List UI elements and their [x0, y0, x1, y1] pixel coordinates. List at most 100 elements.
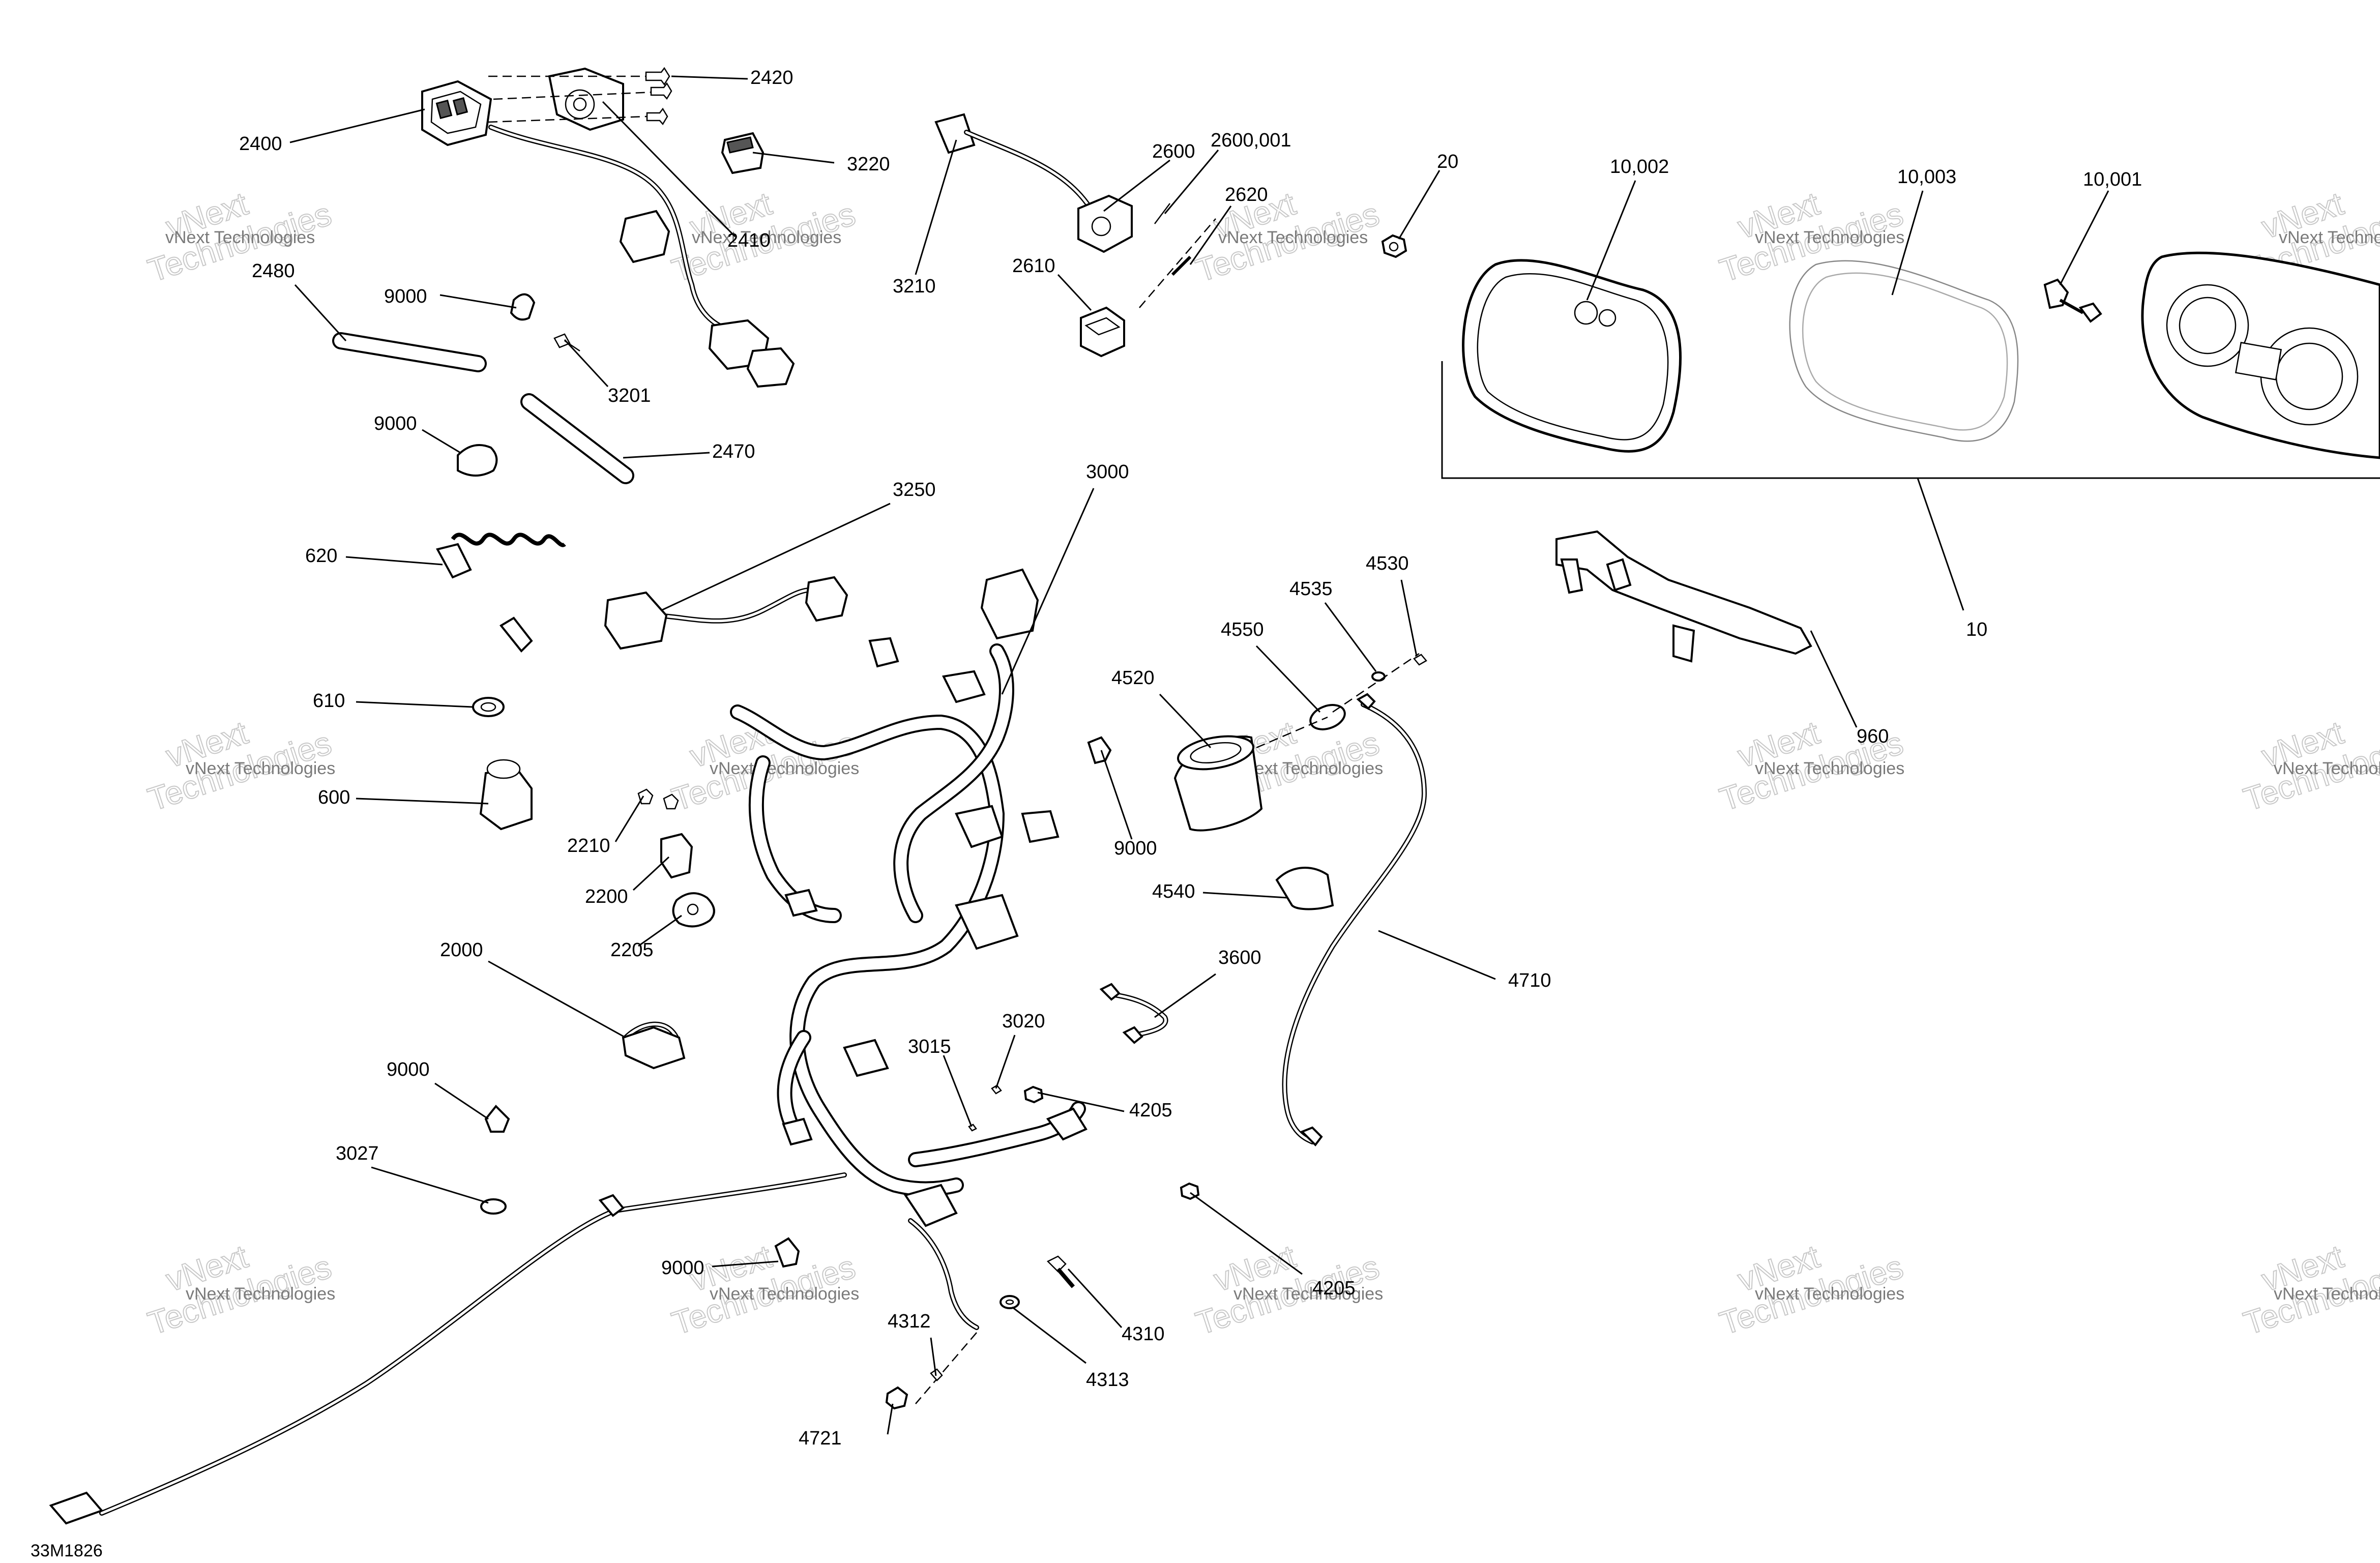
callout-2420: 2420 [750, 67, 794, 89]
callout-9000-e: 9000 [661, 1257, 704, 1279]
callout-2610: 2610 [1012, 255, 1055, 277]
callout-3220: 3220 [847, 154, 890, 175]
callout-4205-b: 4205 [1312, 1278, 1356, 1299]
watermark-r1c3: vNext Technologies [1191, 185, 1384, 289]
watermark-small-r1c4: vNext Technologies [1755, 228, 1904, 247]
callout-620: 620 [305, 545, 337, 567]
part-4530-screw [1413, 654, 1427, 666]
part-2200-sensor [660, 833, 693, 879]
watermark-small-r2c4: vNext Technologies [1755, 759, 1904, 778]
part-10-001-sensor [2043, 278, 2102, 323]
part-2600-001-pin [1154, 203, 1170, 224]
part-3210-bracket-wire [934, 113, 1096, 216]
watermark-r3c4: vNext Technologies [1715, 1237, 1908, 1342]
part-4312-wire [908, 1218, 979, 1404]
watermark-r3c5: vNext Technologies [2239, 1237, 2380, 1342]
watermark-r1c1: vNext Technologies [143, 185, 336, 289]
callout-2600: 2600 [1152, 141, 1195, 162]
callout-10-001: 10,001 [2083, 169, 2142, 190]
watermark-small-r1c3: vNext Technologies [1218, 228, 1368, 247]
callout-2410: 2410 [727, 230, 771, 251]
part-9000-tie-b [457, 444, 498, 477]
watermark-small-r2c3: vNext Technologies [1233, 759, 1383, 778]
callout-9000-a: 9000 [384, 286, 427, 307]
callout-2205: 2205 [610, 939, 654, 961]
callout-2000: 2000 [440, 939, 483, 961]
callout-3250: 3250 [893, 479, 936, 500]
part-4520-capacitor [1173, 735, 1263, 832]
watermarks: vNext Technologies vNext Technologies vN… [143, 185, 2380, 1342]
part-2205-gasket [672, 892, 715, 928]
callout-10-002: 10,002 [1610, 156, 1669, 178]
callout-3027: 3027 [336, 1143, 379, 1164]
watermark-small-r1c5: vNext Technologies [2279, 228, 2380, 247]
part-3250-connector-harness [604, 576, 848, 650]
watermark-small-r2c5: vNext Technologies [2274, 759, 2380, 778]
callout-2620: 2620 [1225, 184, 1268, 205]
part-3020-fuse [991, 1084, 1002, 1095]
watermark-small-r1c2: vNext Technologies [692, 228, 841, 247]
part-4205-nut-a [1023, 1085, 1044, 1104]
callout-3201: 3201 [608, 385, 651, 406]
part-960-bracket [1555, 530, 1812, 663]
callout-10: 10 [1966, 619, 1987, 640]
part-10-002-bezel [1462, 259, 1682, 453]
callout-2470: 2470 [712, 441, 755, 462]
part-3015-fuse [968, 1124, 977, 1132]
watermark-r2c5: vNext Technologies [2239, 714, 2380, 818]
callout-10-003: 10,003 [1897, 166, 1956, 188]
callout-3600: 3600 [1218, 947, 1261, 968]
callout-4205-a: 4205 [1129, 1100, 1172, 1121]
callout-9000-d: 9000 [387, 1059, 430, 1080]
callout-4313: 4313 [1086, 1369, 1129, 1391]
document-id: 33M1826 [31, 1541, 103, 1560]
part-9000-tie-c [1087, 736, 1112, 764]
callout-4312: 4312 [888, 1311, 931, 1332]
part-2610-magnet [1080, 306, 1125, 358]
part-3600-ground-cable [1099, 983, 1168, 1044]
part-20-nut [1381, 234, 1407, 258]
part-600-switch [479, 759, 533, 831]
callout-4535: 4535 [1289, 578, 1333, 600]
part-3220-clip [721, 132, 765, 174]
part-9000-tie-d [484, 1105, 510, 1133]
part-gauge-cluster [2141, 251, 2380, 459]
callout-4710: 4710 [1508, 970, 1551, 991]
callout-610: 610 [313, 690, 345, 712]
callout-3000: 3000 [1086, 461, 1129, 483]
callout-9000-b: 9000 [374, 413, 417, 434]
callout-4310: 4310 [1122, 1323, 1165, 1345]
screws-2420 [488, 67, 672, 126]
watermark-small-r1c1: vNext Technologies [165, 228, 315, 247]
callout-2400: 2400 [239, 133, 282, 155]
watermark-small-r3c3: vNext Technologies [1233, 1284, 1383, 1304]
watermark-r2c4: vNext Technologies [1715, 714, 1908, 818]
part-4721-clip [885, 1386, 908, 1410]
part-620-tether-cord [436, 533, 566, 653]
leader-lines [289, 75, 2109, 1435]
part-9000-tie-e [774, 1237, 800, 1268]
part-610-nut [472, 697, 505, 717]
part-4313-washer [1000, 1295, 1020, 1309]
part-2400-switch-housing [421, 80, 492, 146]
part-3000-main-harness [730, 568, 1088, 1227]
part-2620-pin [1139, 218, 1216, 308]
part-2420-switch-cover [548, 67, 624, 131]
part-10-group-bracket [1441, 361, 2380, 479]
callout-960: 960 [1857, 726, 1889, 747]
callout-2210: 2210 [567, 835, 610, 857]
part-9000-tie-a [510, 293, 536, 321]
part-4540-cover [1275, 867, 1334, 910]
callout-2600-001: 2600,001 [1211, 130, 1291, 151]
part-2000-connector [622, 1021, 686, 1070]
callout-2480: 2480 [252, 260, 295, 282]
callout-3015: 3015 [908, 1036, 951, 1057]
callout-4530: 4530 [1366, 553, 1409, 574]
part-2600-sensor [1077, 194, 1133, 253]
watermark-small-r2c1: vNext Technologies [186, 759, 335, 778]
watermark-small-r3c2: vNext Technologies [710, 1284, 859, 1304]
callout-4550: 4550 [1221, 619, 1264, 640]
watermark-small-r2c2: vNext Technologies [710, 759, 859, 778]
watermark-small-r3c1: vNext Technologies [186, 1284, 335, 1304]
watermark-small-r3c4: vNext Technologies [1755, 1284, 1904, 1304]
